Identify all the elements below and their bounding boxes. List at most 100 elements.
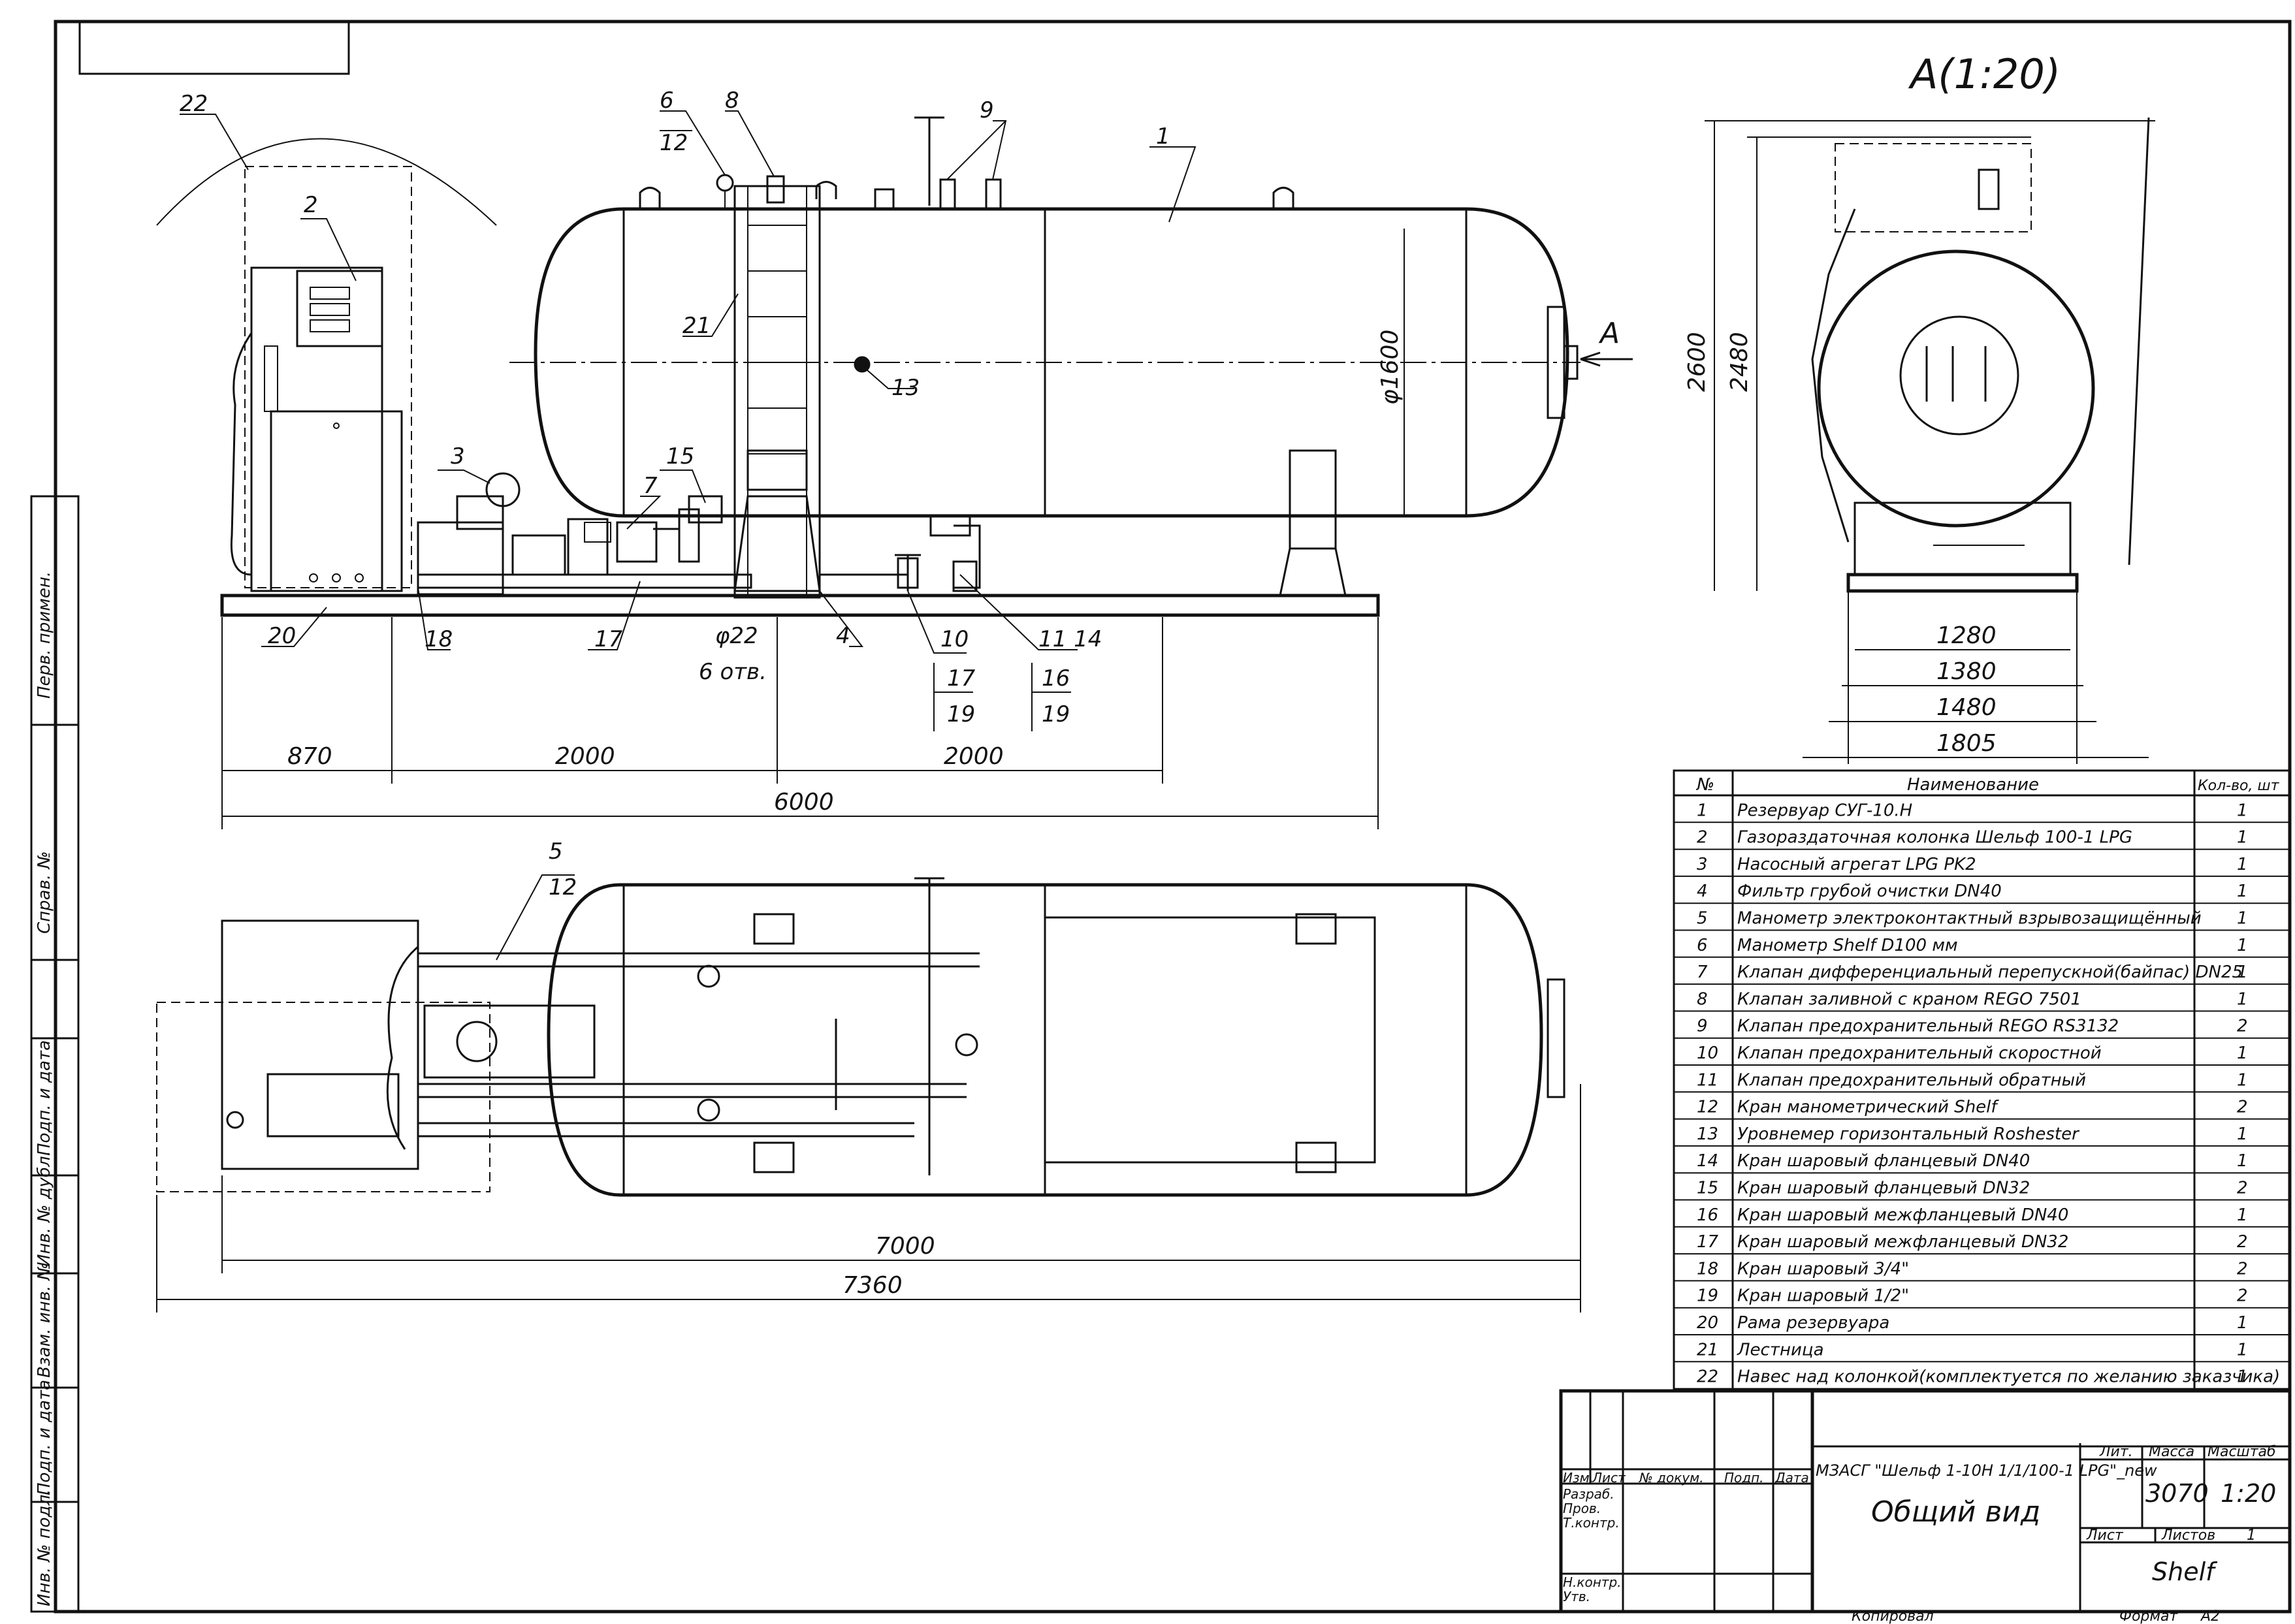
row-qty: 1: [2237, 1043, 2248, 1063]
dim-2600: 2600: [1684, 332, 1710, 392]
safety-valve: [985, 178, 1002, 210]
row-name: Кран шаровый 1/2": [1737, 1286, 1909, 1306]
tb-scale-label: Масштаб: [2207, 1444, 2276, 1460]
table-row: 7 Клапан дифференциальный перепускной(бай…: [1674, 963, 2290, 985]
callout-8: 8: [725, 88, 739, 114]
manhole-circle: [1899, 315, 2019, 436]
tb-nkontr: Н.контр.: [1563, 1574, 1622, 1590]
row-name: Фильтр грубой очистки DN40: [1737, 882, 2002, 901]
row-name: Клапан предохранительный скоростной: [1737, 1043, 2102, 1063]
callout-9: 9: [980, 97, 994, 123]
row-no: 16: [1697, 1205, 1718, 1225]
callout-17a: 17: [594, 626, 623, 652]
row-qty: 1: [2237, 882, 2248, 901]
row-no: 9: [1697, 1017, 1708, 1036]
row-name: Рама резервуара: [1737, 1313, 1889, 1333]
callout-13: 13: [891, 375, 920, 401]
side-saddle: [1854, 502, 2072, 576]
callout-10: 10: [940, 626, 969, 652]
tb-company: Shelf: [2152, 1557, 2218, 1586]
row-name: Лестница: [1737, 1340, 1824, 1360]
row-name: Кран шаровый межфланцевый DN32: [1737, 1232, 2068, 1252]
row-name: Клапан предохранительный обратный: [1737, 1070, 2086, 1090]
callout-5: 5: [549, 838, 563, 865]
stamp-vzam: Взам. инв. №: [35, 1262, 54, 1378]
stamp-perv: Перв. примен.: [35, 571, 54, 699]
row-no: 21: [1697, 1340, 1718, 1360]
row-name: Уровнемер горизонтальный Roshester: [1737, 1124, 2080, 1144]
callout-11-14: 11 14: [1038, 626, 1102, 652]
row-name: Клапан дифференциальный перепускной(байп…: [1737, 963, 2243, 982]
callout-12b: 12: [549, 874, 577, 900]
row-no: 1: [1697, 801, 1708, 820]
row-qty: 1: [2237, 801, 2248, 820]
front-view: 1 2 3 4 6 12 7 8 9 10 11 14 13 15 17 19 …: [156, 88, 1633, 829]
callout-22: 22: [180, 91, 208, 117]
callout-20: 20: [268, 623, 296, 649]
row-no: 11: [1697, 1070, 1718, 1090]
bypass-valve: [616, 521, 658, 563]
row-qty: 1: [2237, 963, 2248, 982]
dim-hole: φ22: [715, 623, 758, 649]
piping-main: [418, 573, 752, 589]
tb-format: A2: [2200, 1608, 2220, 1624]
dim-870: 870: [287, 743, 332, 770]
stamp-invpodl: Инв. № подл.: [35, 1489, 54, 1606]
row-no: 15: [1697, 1179, 1718, 1198]
tb-sheet-label: Лист: [2086, 1527, 2124, 1544]
table-header-name: Наименование: [1907, 775, 2039, 795]
row-qty: 1: [2237, 1205, 2248, 1225]
tb-copied: Копировал: [1852, 1608, 1934, 1624]
row-no: 3: [1697, 855, 1708, 874]
row-no: 10: [1697, 1043, 1718, 1063]
dispenser-hose: [230, 332, 253, 576]
row-name: Манометр электроконтактный взрывозащищён…: [1737, 909, 2202, 929]
dim-1805: 1805: [1936, 730, 1997, 757]
dispenser-nozzle: [264, 345, 278, 412]
row-name: Кран манометрический Shelf: [1737, 1098, 1999, 1117]
callout-16: 16: [1042, 665, 1070, 692]
row-name: Навес над колонкой(комплектуется по жела…: [1737, 1367, 2280, 1387]
callout-18: 18: [425, 626, 453, 652]
lifting-lug: [1272, 187, 1294, 209]
tb-col-doc: № докум.: [1639, 1470, 1704, 1486]
row-no: 7: [1697, 963, 1708, 982]
dim-2000b: 2000: [944, 743, 1004, 770]
callout-19b: 19: [1042, 701, 1070, 727]
stamp-invdubl: Инв. № дубл.: [35, 1151, 54, 1267]
row-no: 17: [1697, 1232, 1719, 1252]
row-no: 20: [1697, 1313, 1718, 1333]
dim-7000: 7000: [875, 1233, 935, 1260]
dim-6000: 6000: [774, 789, 834, 816]
dim-7360: 7360: [843, 1272, 903, 1299]
row-qty: 1: [2237, 1151, 2248, 1171]
pump-motor: [417, 521, 504, 596]
callout-7: 7: [643, 473, 658, 499]
row-no: 12: [1697, 1098, 1718, 1117]
lifting-lug: [639, 187, 661, 209]
row-name: Манометр Shelf D100 мм: [1737, 936, 1958, 955]
canopy-post-outline: [244, 166, 412, 588]
tb-format-label: Формат: [2119, 1608, 2178, 1624]
dim-holes-count: 6 отв.: [699, 659, 767, 685]
row-name: Кран шаровый фланцевый DN32: [1737, 1179, 2030, 1198]
row-qty: 1: [2237, 909, 2248, 929]
tb-col-izm: Изм.: [1563, 1470, 1594, 1486]
dim-1480: 1480: [1936, 694, 1997, 721]
tb-tkontr: Т.контр.: [1563, 1515, 1620, 1531]
canopy-outline-side: [1835, 143, 2032, 232]
safety-valve: [939, 178, 956, 210]
tb-lit-label: Лит.: [2099, 1444, 2133, 1460]
